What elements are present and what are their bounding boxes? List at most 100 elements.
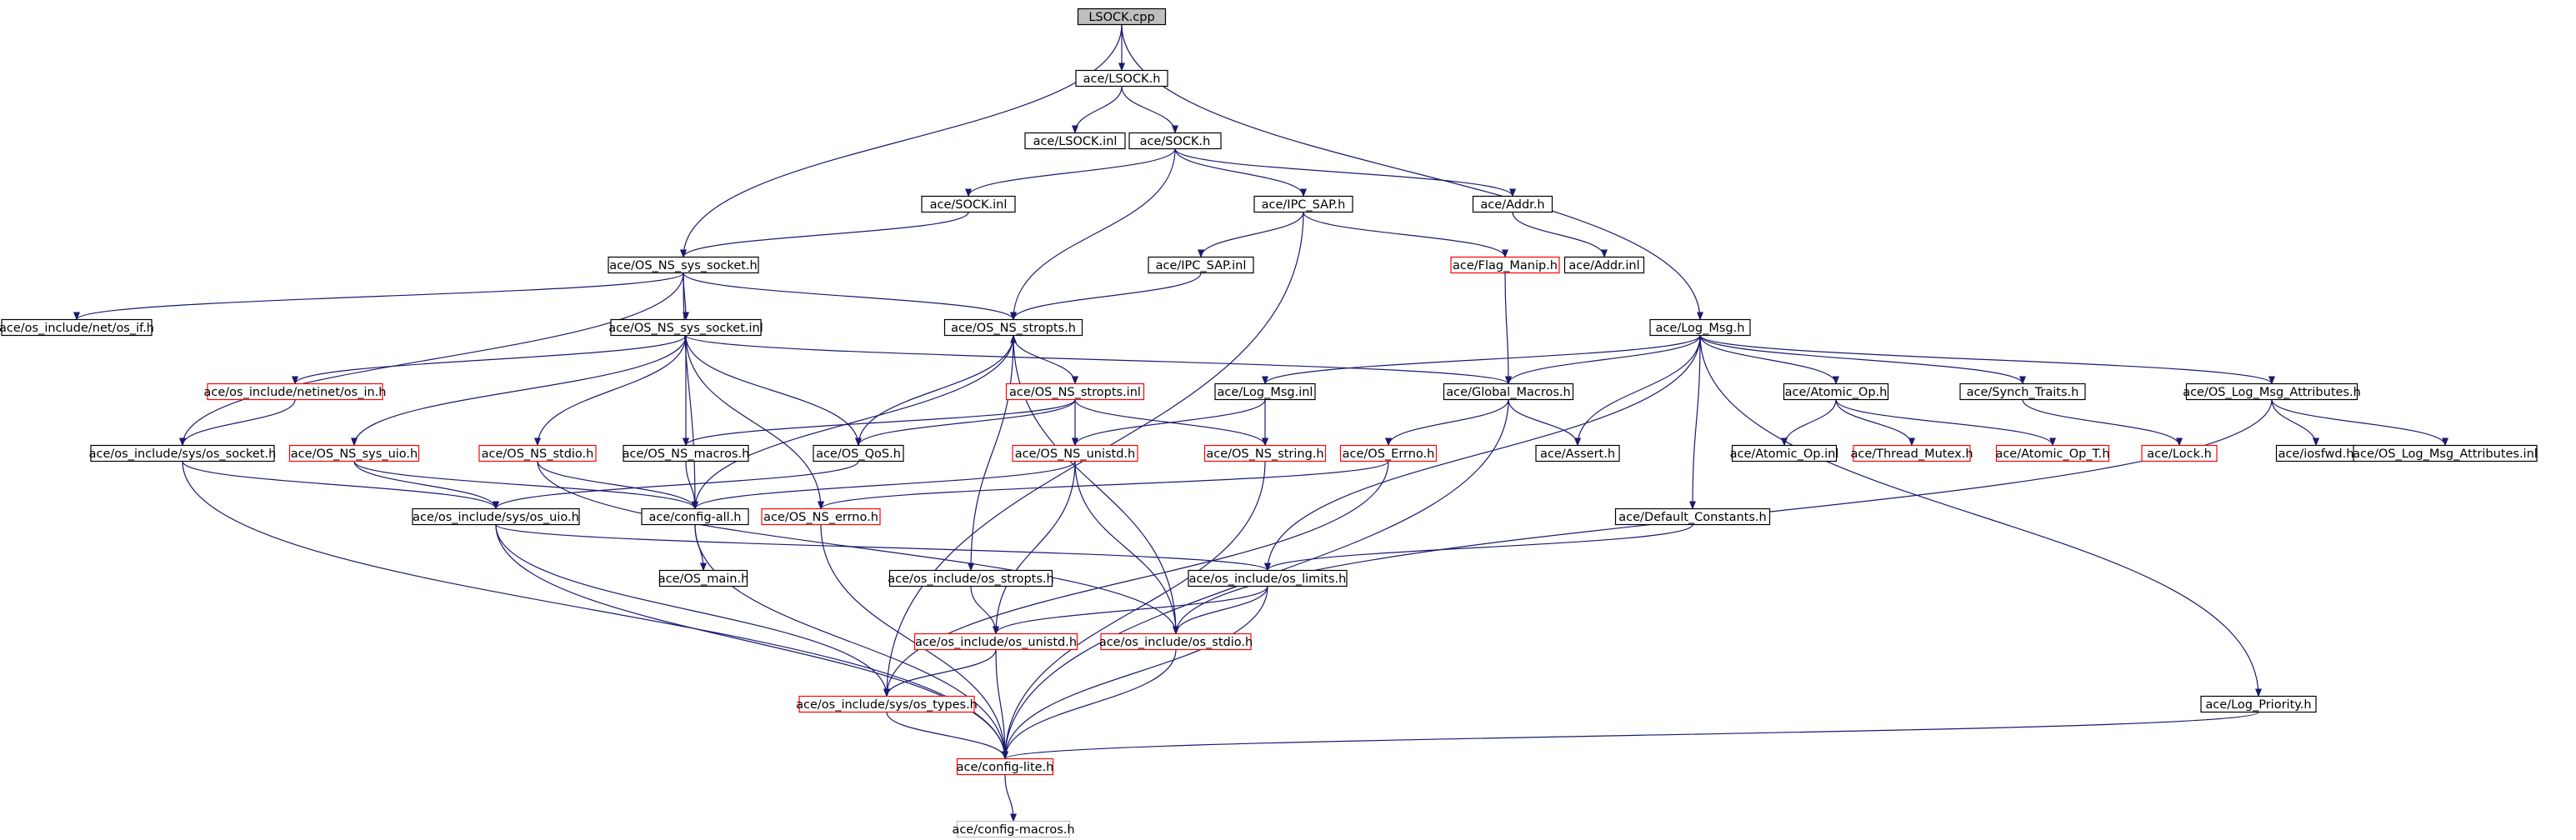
node-label: ace/OS_NS_macros.h xyxy=(623,448,750,461)
node-assert-h[interactable]: ace/Assert.h xyxy=(1535,444,1620,462)
node-addr-inl[interactable]: ace/Addr.inl xyxy=(1563,256,1645,274)
node-lock-h[interactable]: ace/Lock.h xyxy=(2141,444,2218,462)
edge-os_limits_h-to-config_lite_h xyxy=(1002,586,1268,760)
node-label: ace/Flag_Manip.h xyxy=(1453,259,1558,272)
edge-os_unistd_h-to-os_types_h xyxy=(883,649,997,698)
node-os-socket-h[interactable]: ace/os_include/sys/os_socket.h xyxy=(89,444,277,462)
edge-sock_h-to-sock_inl xyxy=(965,148,1176,198)
edge-os_ns_sys_socket_inl-to-os_ns_stdio_h xyxy=(534,335,687,447)
edge-lsock_cpp-to-log_msg_h xyxy=(1121,24,1703,321)
node-os-ns-sys-uio-h[interactable]: ace/OS_NS_sys_uio.h xyxy=(288,444,420,462)
node-label: ace/os_include/os_stropts.h xyxy=(888,572,1053,586)
node-iosfwd-h[interactable]: ace/iosfwd.h xyxy=(2275,444,2357,462)
node-global-macros-h[interactable]: ace/Global_Macros.h xyxy=(1443,382,1574,401)
node-box xyxy=(1148,256,1254,274)
node-os-ns-macros-h[interactable]: ace/OS_NS_macros.h xyxy=(623,444,750,462)
node-os-log-msg-attributes-h[interactable]: ace/OS_Log_Msg_Attributes.h xyxy=(2183,382,2361,401)
edge-os_ns_sys_uio_h-to-config_all_h xyxy=(353,461,698,510)
node-os-types-h[interactable]: ace/os_include/sys/os_types.h xyxy=(796,695,978,713)
edge-sock_h-to-os_ns_stropts_h xyxy=(1010,148,1176,321)
node-log-msg-h[interactable]: ace/Log_Msg.h xyxy=(1649,318,1751,337)
node-os-ns-sys-socket-h[interactable]: ace/OS_NS_sys_socket.h xyxy=(608,256,759,274)
node-log-msg-inl[interactable]: ace/Log_Msg.inl xyxy=(1214,382,1316,401)
node-os-ns-stropts-h[interactable]: ace/OS_NS_stropts.h xyxy=(943,318,1083,337)
node-label: ace/os_include/netinet/os_in.h xyxy=(204,386,387,399)
node-os-log-msg-attributes-inl[interactable]: ace/OS_Log_Msg_Attributes.inl xyxy=(2353,444,2538,462)
node-atomic-op-h[interactable]: ace/Atomic_Op.h xyxy=(1783,382,1889,401)
node-label: ace/OS_Log_Msg_Attributes.inl xyxy=(2353,448,2538,461)
edge-os_stropts_h-to-os_unistd_h xyxy=(970,586,999,635)
node-lsock-h[interactable]: ace/LSOCK.h xyxy=(1075,69,1168,88)
node-sock-inl[interactable]: ace/SOCK.inl xyxy=(921,195,1016,213)
node-os-stdio-h[interactable]: ace/os_include/os_stdio.h xyxy=(1099,632,1253,651)
node-box xyxy=(956,758,1054,776)
node-label: ace/os_include/sys/os_uio.h xyxy=(413,511,579,524)
node-ipc-sap-inl[interactable]: ace/IPC_SAP.inl xyxy=(1148,256,1254,274)
node-atomic-op-t-h[interactable]: ace/Atomic_Op_T.h xyxy=(1995,444,2110,462)
edge-sock_h-to-addr_h xyxy=(1174,148,1516,198)
node-box xyxy=(610,318,762,337)
node-synch-traits-h[interactable]: ace/Synch_Traits.h xyxy=(1959,382,2086,401)
node-os-ns-sys-socket-inl[interactable]: ace/OS_NS_sys_socket.inl xyxy=(608,318,763,337)
node-box xyxy=(956,820,1071,838)
node-label: ace/Thread_Mutex.h xyxy=(1850,448,1973,461)
edge-os_in_h-to-os_socket_h xyxy=(179,399,296,447)
node-label: ace/os_include/os_stdio.h xyxy=(1099,636,1253,649)
node-label: ace/Atomic_Op.inl xyxy=(1730,448,1839,461)
node-label: ace/Global_Macros.h xyxy=(1446,386,1570,399)
node-config-all-h[interactable]: ace/config-all.h xyxy=(641,508,749,526)
node-label: ace/config-all.h xyxy=(648,511,741,524)
node-os-ns-errno-h[interactable]: ace/OS_NS_errno.h xyxy=(761,508,881,526)
node-os-stropts-h[interactable]: ace/os_include/os_stropts.h xyxy=(888,569,1054,588)
node-box xyxy=(1188,569,1348,588)
node-box xyxy=(207,382,383,401)
edge-ipc_sap_inl-to-os_ns_stropts_h xyxy=(1010,272,1202,321)
node-flag-manip-h[interactable]: ace/Flag_Manip.h xyxy=(1450,256,1560,274)
node-box xyxy=(1995,444,2110,462)
node-box xyxy=(1128,132,1222,150)
node-os-ns-stropts-inl[interactable]: ace/OS_NS_stropts.inl xyxy=(1005,382,1145,401)
node-os-errno-h[interactable]: ace/OS_Errno.h xyxy=(1339,444,1438,462)
edge-os_ns_stropts_h-to-config_all_h xyxy=(692,335,1014,510)
node-label: ace/SOCK.h xyxy=(1140,135,1211,148)
edge-os_ns_sys_socket_inl-to-os_ns_sys_uio_h xyxy=(351,335,687,447)
node-label: ace/SOCK.inl xyxy=(930,198,1008,212)
node-label: ace/OS_NS_stropts.h xyxy=(951,322,1076,335)
edge-os_ns_macros_h-to-config_all_h xyxy=(685,461,698,510)
edge-os_ns_unistd_h-to-os_unistd_h xyxy=(993,461,1076,635)
node-os-in-h[interactable]: ace/os_include/netinet/os_in.h xyxy=(204,382,387,401)
edge-os_qos_h-to-os_uio_h xyxy=(493,461,859,510)
node-os-qos-h[interactable]: ace/OS_QoS.h xyxy=(813,444,904,462)
node-os-main-h[interactable]: ace/OS_main.h xyxy=(658,569,749,588)
node-os-unistd-h[interactable]: ace/os_include/os_unistd.h xyxy=(913,632,1078,651)
edge-config_all_h-to-config_lite_h xyxy=(694,524,1008,760)
node-sock-h[interactable]: ace/SOCK.h xyxy=(1128,132,1222,150)
node-box xyxy=(1214,382,1316,401)
node-addr-h[interactable]: ace/Addr.h xyxy=(1472,195,1553,213)
edge-atomic_op_h-to-thread_mutex_h xyxy=(1835,399,1915,447)
node-lsock-inl[interactable]: ace/LSOCK.inl xyxy=(1024,132,1126,150)
node-os-ns-stdio-h[interactable]: ace/OS_NS_stdio.h xyxy=(478,444,597,462)
node-box xyxy=(1253,195,1353,213)
node-label: ace/os_include/sys/os_socket.h xyxy=(89,448,277,461)
node-os-ns-string-h[interactable]: ace/OS_NS_string.h xyxy=(1203,444,1327,462)
node-ipc-sap-h[interactable]: ace/IPC_SAP.h xyxy=(1253,195,1353,213)
node-config-macros-h[interactable]: ace/config-macros.h xyxy=(952,820,1075,838)
node-box xyxy=(1012,444,1138,462)
node-log-priority-h[interactable]: ace/Log_Priority.h xyxy=(2200,695,2317,713)
node-os-if-h[interactable]: ace/os_include/net/os_if.h xyxy=(0,318,154,337)
node-os-limits-h[interactable]: ace/os_include/os_limits.h xyxy=(1188,569,1348,588)
edge-os_uio_h-to-os_limits_h xyxy=(495,523,1271,572)
node-atomic-op-inl[interactable]: ace/Atomic_Op.inl xyxy=(1730,444,1839,462)
node-box xyxy=(1783,382,1889,401)
node-os-uio-h[interactable]: ace/os_include/sys/os_uio.h xyxy=(412,508,580,526)
node-default-constants-h[interactable]: ace/Default_Constants.h xyxy=(1614,508,1771,526)
node-lsock-cpp[interactable]: LSOCK.cpp xyxy=(1077,8,1167,26)
node-label: ace/OS_Log_Msg_Attributes.h xyxy=(2183,386,2361,399)
node-thread-mutex-h[interactable]: ace/Thread_Mutex.h xyxy=(1850,444,1973,462)
node-box xyxy=(1450,256,1560,274)
node-os-ns-unistd-h[interactable]: ace/OS_NS_unistd.h xyxy=(1012,444,1138,462)
node-box xyxy=(2200,695,2317,713)
node-config-lite-h[interactable]: ace/config-lite.h xyxy=(956,758,1054,776)
